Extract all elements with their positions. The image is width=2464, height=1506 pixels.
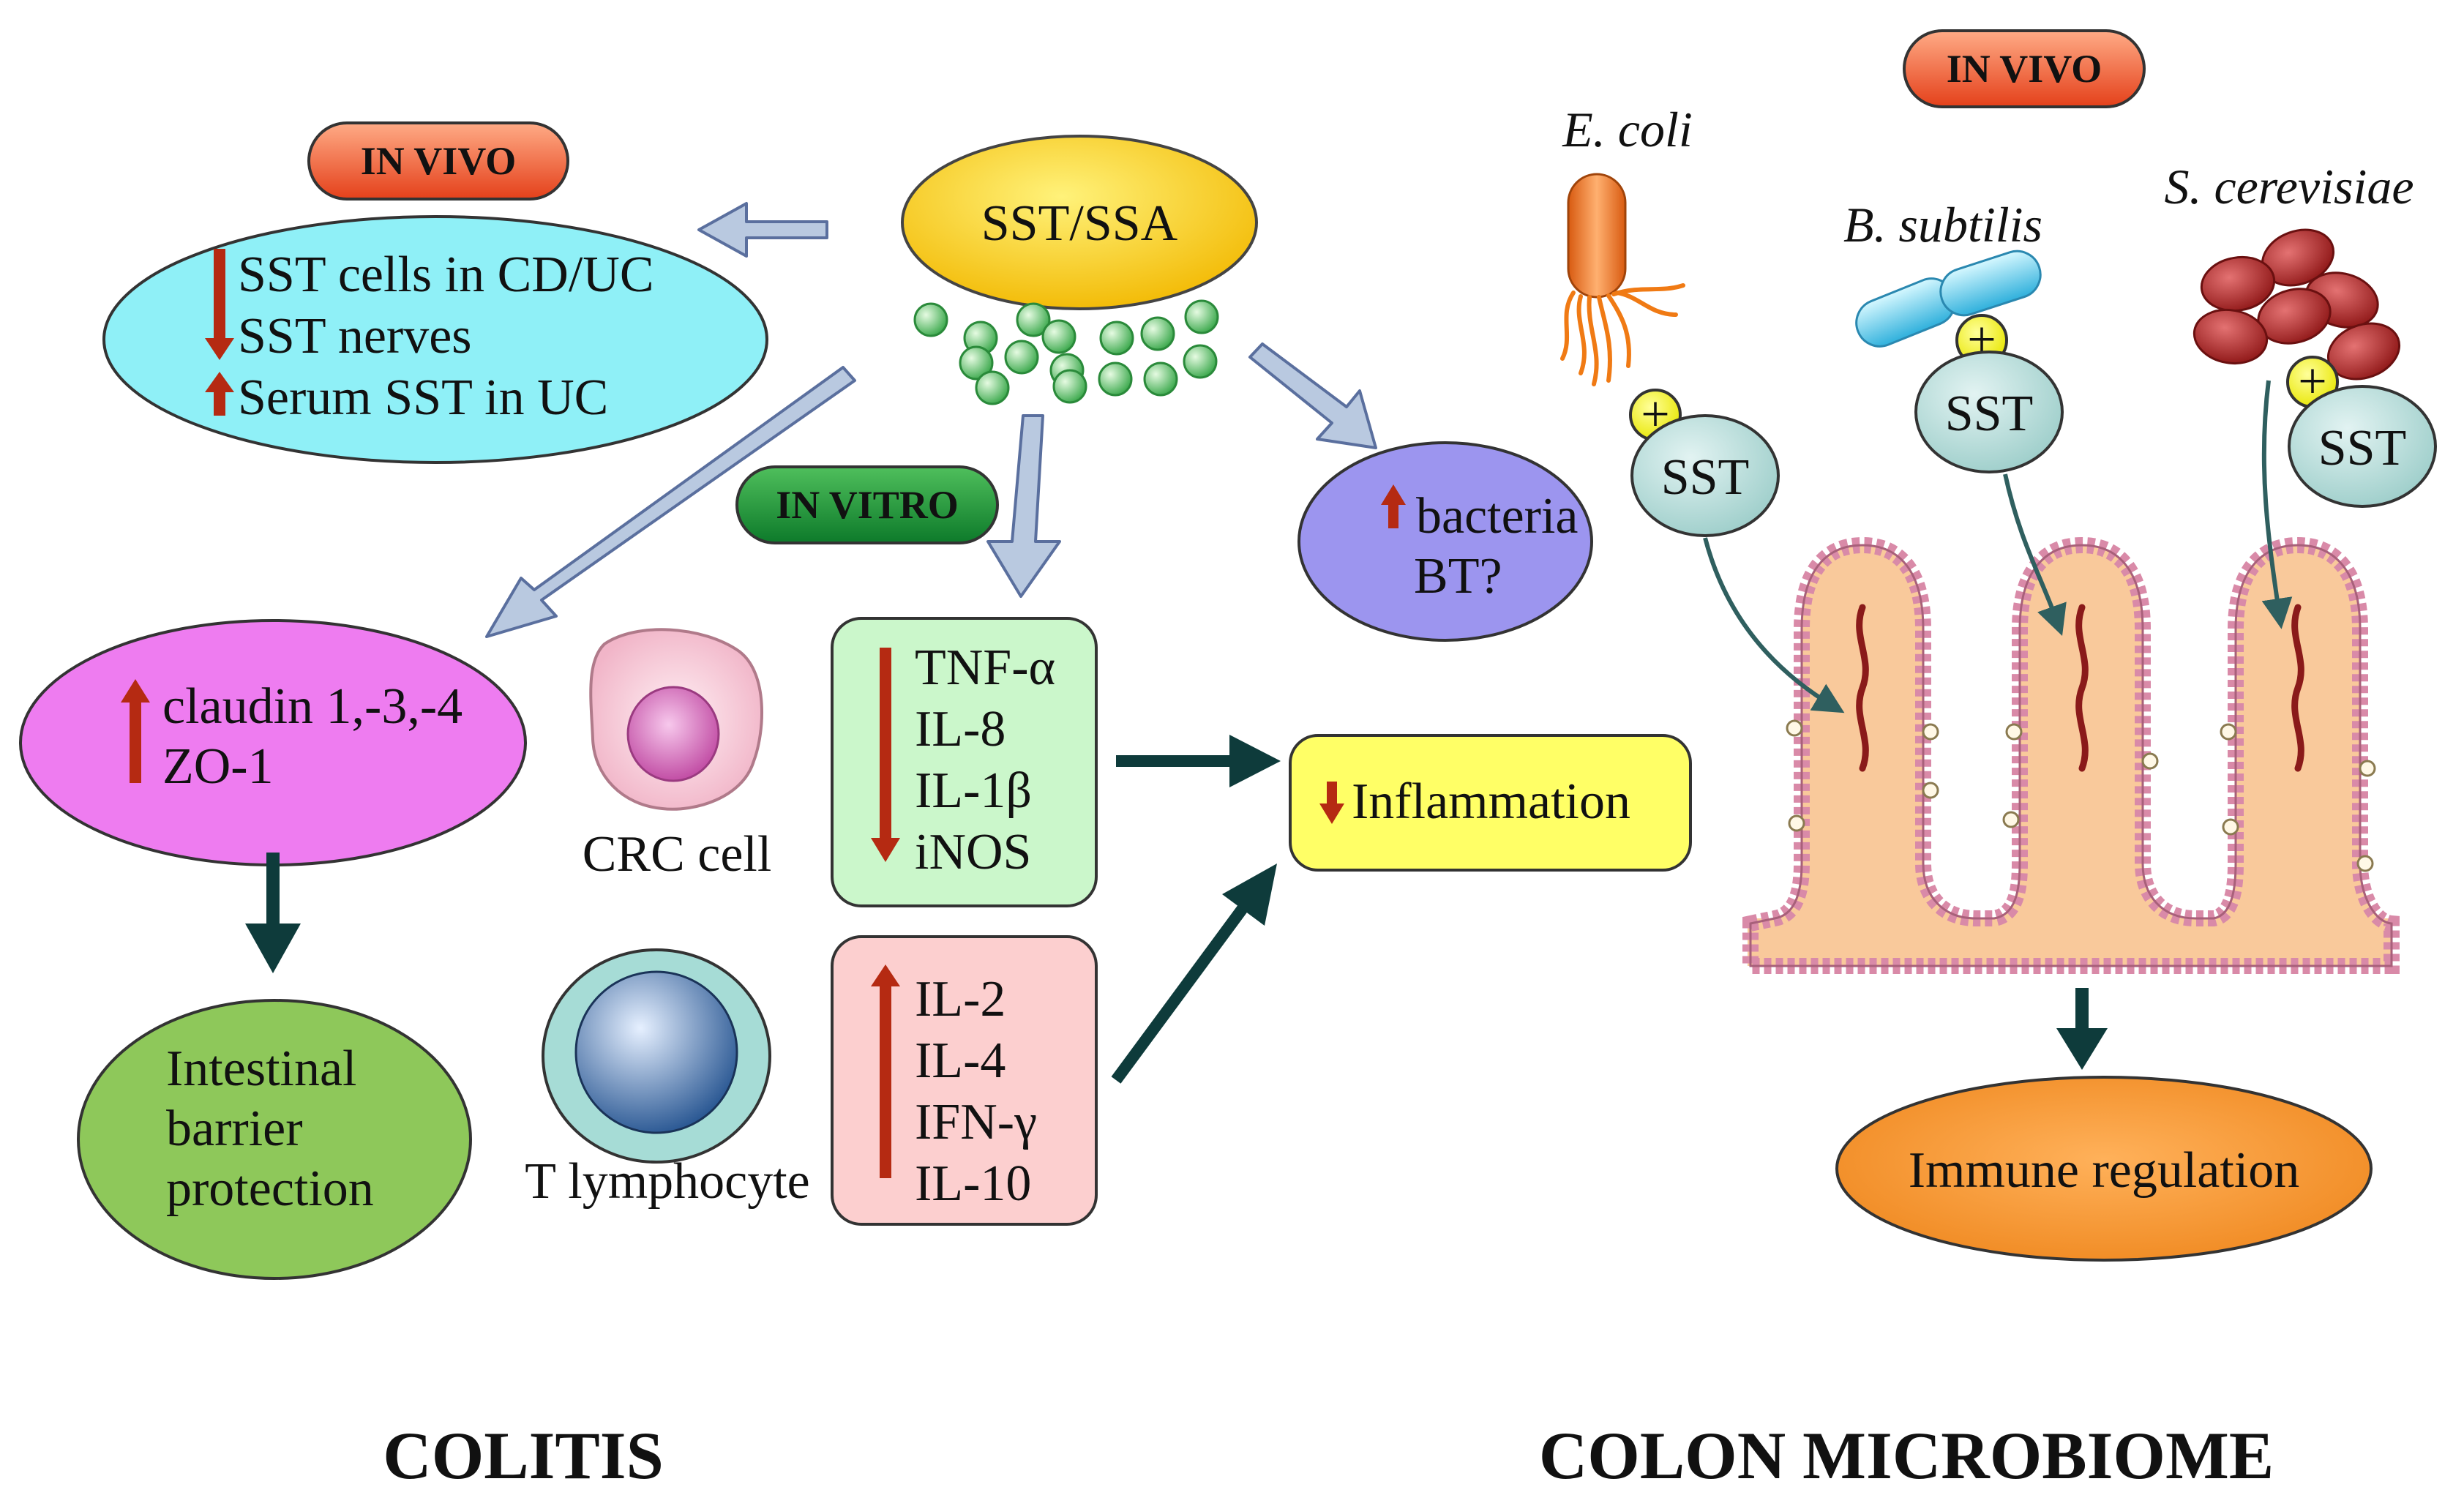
t-lymphocyte-label: T lymphocyte [525,1153,809,1210]
barrier-line-3: protection [166,1161,374,1217]
sst-bubble-ecoli-label: SST [1661,449,1750,506]
sst-ssa-node: SST/SSA [901,135,1258,310]
in-vivo-tag-colitis: IN VIVO [307,121,569,201]
in-vivo-label: IN VIVO [361,139,516,183]
inflammation-node: Inflammation [1289,734,1692,872]
t-lymphocyte: T lymphocyte [525,948,810,1210]
ecoli-icon [1560,173,1685,386]
sst-bubble-scerevisiae [2288,385,2437,508]
colitis-title: COLITIS [383,1418,664,1493]
serum-sst-line: Serum SST in UC [238,370,608,426]
in-vivo-label-2: IN VIVO [1947,47,2102,91]
bacteria-node: bacteria BT? [1297,441,1593,642]
sst-bubble-scerevisiae-label: SST [2318,420,2407,476]
bsubtilis-icon [1855,250,2042,348]
cytokine-il10: IL-10 [915,1155,1031,1212]
sst-bubble-bsubtilis [1914,351,2064,473]
arrow-to-in-vivo [697,202,828,258]
in-vivo-tag-microbiome: IN VIVO [1903,29,2146,108]
cytokine-il1b: IL-1β [915,763,1032,819]
sst-bubbles: SST SST SST [1630,351,2437,537]
barrier-line-1: Intestinal [166,1041,356,1097]
arrow-to-claudin [485,366,856,638]
cytokine-il2: IL-2 [915,971,1006,1027]
immune-label: Immune regulation [1909,1142,2300,1199]
claudin-line: claudin 1,-3,-4 [162,678,463,735]
bt-line: BT? [1414,548,1502,604]
in-vitro-label: IN VITRO [776,483,959,527]
immune-node: Immune regulation [1835,1076,2373,1262]
colon-villi [1742,536,2400,974]
crc-cell-label: CRC cell [583,826,772,883]
inflammation-label: Inflammation [1352,773,1630,830]
sst-ssa-label: SST/SSA [981,195,1178,252]
arrow-to-in-vitro [986,414,1061,598]
in-vitro-tag: IN VITRO [735,465,999,544]
scerevisiae-label: S. cerevisiae [2164,159,2414,214]
microbiome-title: COLON MICROBIOME [1539,1418,2274,1493]
crc-cell: CRC cell [583,628,772,883]
cytokine-il4: IL-4 [915,1033,1006,1089]
zo1-line: ZO-1 [162,738,274,795]
sst-bubble-ecoli [1630,414,1780,537]
barrier-node: Intestinal barrier protection [77,999,472,1280]
cytokine-il8: IL-8 [915,701,1006,757]
cytokine-tnf: TNF-α [915,640,1055,696]
arrow-to-bacteria [1248,342,1377,449]
arrows-to-inflammation [1111,735,1281,1084]
arrow-villi-to-immune [2056,988,2108,1070]
sst-molecules [913,299,1219,405]
sst-cells-node: SST cells in CD/UC SST nerves Serum SST … [102,215,768,464]
increased-cytokines-box: IL-2 IL-4 IFN-γ IL-10 [831,935,1098,1226]
sst-bubble-bsubtilis-label: SST [1945,386,2034,442]
scerevisiae-icon [2192,228,2401,381]
sst-nerves-line: SST nerves [238,308,472,364]
claudin-node: claudin 1,-3,-4 ZO-1 [19,619,527,866]
decreased-cytokines-box: TNF-α IL-8 IL-1β iNOS [831,617,1098,907]
bacteria-line: bacteria [1416,488,1578,544]
arrow-claudin-to-barrier [245,853,301,973]
cytokine-ifng: IFN-γ [915,1094,1037,1150]
sst-to-villi-arrows [1703,380,2293,713]
barrier-line-2: barrier [166,1101,303,1157]
sst-arrows [485,202,1377,638]
cytokine-inos: iNOS [915,824,1031,880]
ecoli-label: E. coli [1562,102,1693,157]
bsubtilis-label: B. subtilis [1843,197,2042,252]
sst-cells-line: SST cells in CD/UC [238,247,654,303]
